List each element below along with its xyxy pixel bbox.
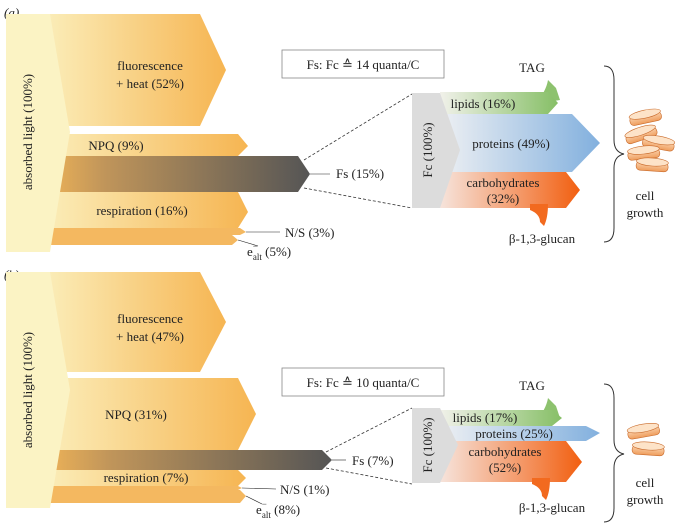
ealt-leader [245, 495, 263, 505]
proteins-band [440, 114, 600, 172]
npq-label: NPQ (9%) [88, 138, 143, 153]
carbohydrates-band [440, 441, 582, 482]
cell-label: cell [636, 188, 655, 203]
lipids-band [440, 410, 562, 426]
ns-leader [241, 487, 277, 490]
proteins-label: proteins (49%) [472, 136, 550, 151]
ratio-box [281, 49, 445, 79]
fs-label: Fs (15%) [336, 166, 384, 181]
carbohydrates-band [440, 172, 580, 208]
growth-label: growth [627, 492, 664, 507]
panel-a: (a) absorbed light (100%) fluorescence +… [4, 5, 676, 262]
carbohydrates-pct: (52%) [489, 460, 522, 475]
glucan-label: β-1,3-glucan [509, 231, 576, 246]
ns-label: N/S (3%) [285, 225, 334, 240]
carbohydrates-pct: (32%) [487, 191, 520, 206]
absorbed-light-arrow [6, 14, 70, 252]
ealt-band [36, 235, 238, 245]
ealt-leader [237, 239, 259, 247]
absorbed-light-arrow [6, 272, 70, 508]
ealt-label: e−alt (5%) [247, 241, 291, 262]
glucan-label: β-1,3-glucan [519, 500, 586, 515]
fc-label: Fc (100%) [420, 417, 435, 472]
growth-label: growth [627, 205, 664, 220]
fluorescence-label: fluorescence [117, 58, 183, 73]
fs-band [36, 156, 310, 192]
lipids-band [440, 92, 558, 114]
npq-band [36, 134, 248, 156]
ealt-band [36, 490, 246, 503]
respiration-label: respiration (7%) [104, 470, 189, 485]
cell-disks [624, 108, 676, 173]
carbohydrates-label: carbohydrates [469, 444, 542, 459]
proteins-label: proteins (25%) [475, 426, 553, 441]
fluorescence-heat-band [36, 14, 226, 126]
lipids-label: lipids (17%) [453, 410, 518, 425]
npq-band [36, 378, 256, 450]
zoom-line-top [303, 93, 413, 161]
zoom-line-bottom [325, 467, 413, 485]
fs-band [36, 450, 332, 470]
brace [603, 383, 625, 523]
panel-b: (b) absorbed light (100%) fluorescence +… [4, 267, 665, 523]
carbohydrates-label: carbohydrates [467, 175, 540, 190]
ealt-label: e−alt (8%) [256, 499, 300, 520]
fluorescence-heat-pct: + heat (47%) [116, 329, 184, 344]
fluorescence-label: fluorescence [117, 311, 183, 326]
respiration-label: respiration (16%) [96, 203, 187, 218]
ns-label: N/S (1%) [280, 482, 329, 497]
ns-band [36, 486, 242, 490]
fs-label: Fs (7%) [352, 453, 394, 468]
tag-label: TAG [519, 60, 545, 75]
ns-band [36, 228, 246, 235]
tag-label: TAG [519, 378, 545, 393]
fc-block [412, 93, 460, 208]
ratio-box [281, 367, 445, 397]
zoom-line-top [325, 407, 413, 453]
npq-label: NPQ (31%) [105, 407, 167, 422]
respiration-band [36, 470, 246, 486]
ratio-label: Fs: Fc ≙ 14 quanta/C [307, 57, 420, 72]
cell-label: cell [636, 475, 655, 490]
cell-disks [626, 422, 665, 457]
fluorescence-heat-band [36, 272, 226, 372]
respiration-band [36, 192, 248, 228]
ratio-label: Fs: Fc ≙ 10 quanta/C [307, 375, 420, 390]
glucan-arrow [530, 204, 548, 226]
brace [603, 65, 625, 243]
zoom-line-bottom [303, 187, 413, 209]
absorbed-light-label: absorbed light (100%) [20, 74, 35, 190]
absorbed-light-label: absorbed light (100%) [20, 332, 35, 448]
fluorescence-heat-pct: + heat (52%) [116, 76, 184, 91]
fc-label: Fc (100%) [420, 122, 435, 177]
glucan-arrow [532, 478, 550, 500]
fc-block [412, 408, 458, 483]
proteins-band [440, 426, 600, 441]
lipids-label: lipids (16%) [451, 96, 516, 111]
